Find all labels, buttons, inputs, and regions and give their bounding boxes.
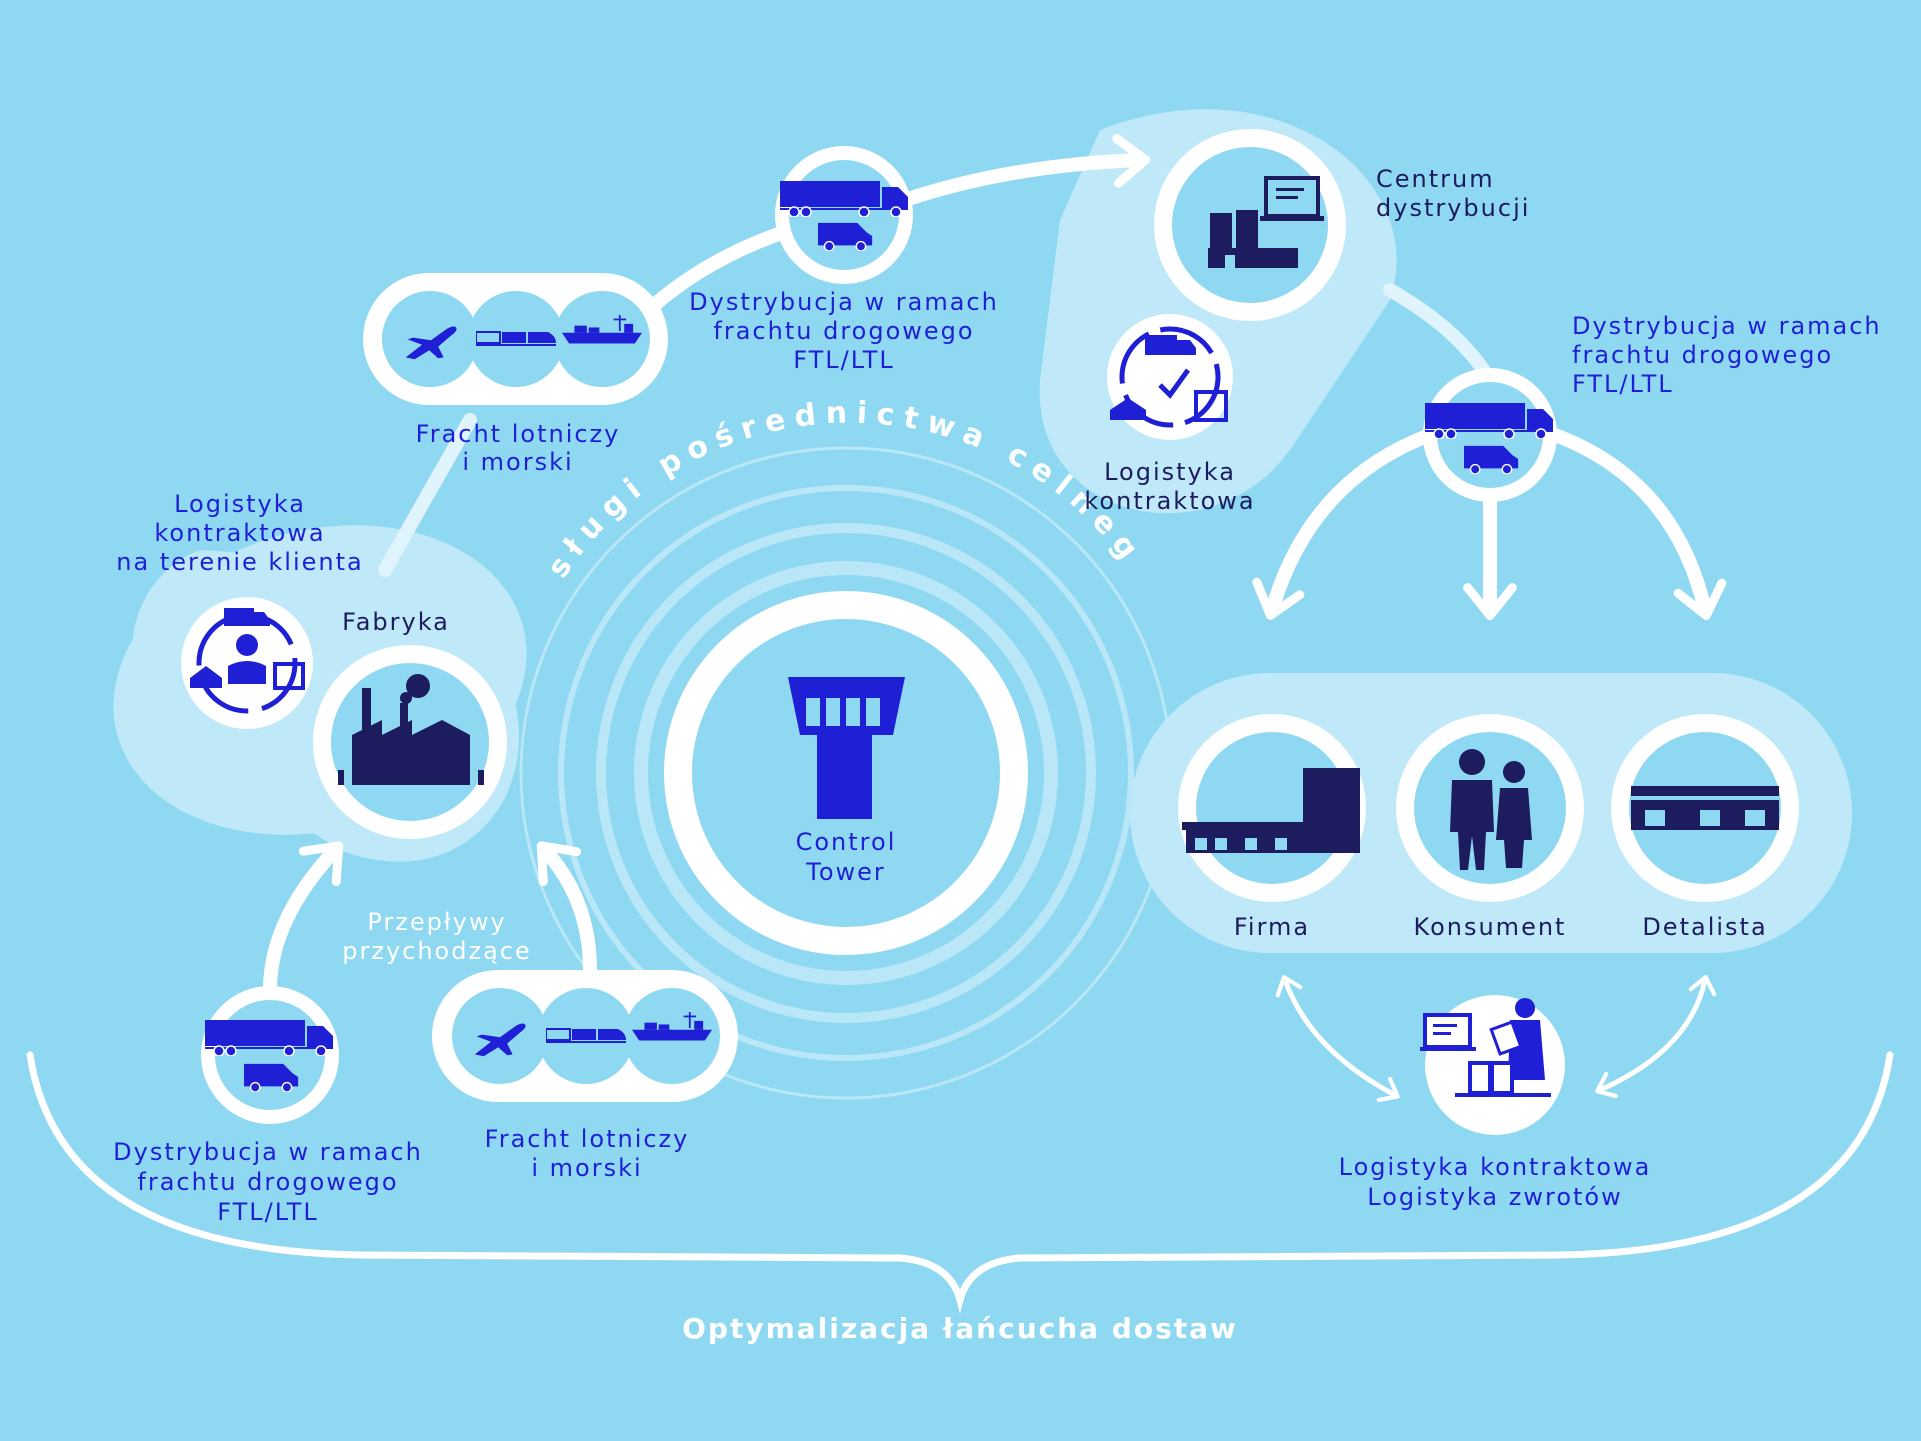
road-bottom-label-1: Dystrybucja w ramach (113, 1138, 423, 1166)
road-top-label-2: frachtu drogowego (713, 317, 974, 345)
control-tower-label-2: Tower (805, 858, 886, 886)
arrow-road-to-distribution (898, 134, 1151, 207)
arrow-returns-company (1275, 975, 1400, 1103)
retailer-node[interactable] (1611, 714, 1799, 902)
road-right-label-2: frachtu drogowego (1572, 341, 1833, 369)
truck-icon (224, 608, 254, 626)
control-tower-label-1: Control (796, 828, 897, 856)
checkmark-icon (1158, 368, 1191, 399)
onsite-contract-node[interactable] (181, 597, 313, 729)
inbound-flows-label-1: Przepływy (367, 908, 506, 936)
road-bottom-label-2: frachtu drogowego (137, 1168, 398, 1196)
truck-icon (1145, 335, 1177, 355)
freight-top-node[interactable] (363, 273, 668, 405)
bottom-brace (26, 1051, 1894, 1314)
warehouse-icon (1110, 398, 1146, 420)
business-people-icon (1450, 749, 1532, 870)
inbound-flows-label-2: przychodzące (342, 937, 532, 965)
consumer-label: Konsument (1414, 913, 1567, 941)
store-icon (1182, 768, 1360, 853)
contract-logistics-right-label-2: kontraktowa (1084, 487, 1255, 515)
returns-node[interactable] (1420, 995, 1565, 1135)
supply-chain-optimization-title: Optymalizacja łańcucha dostaw (682, 1312, 1238, 1345)
company-label: Firma (1234, 913, 1310, 941)
arrow-freight-to-factory (536, 841, 597, 977)
company-node[interactable] (1178, 714, 1366, 902)
road-right-node[interactable] (1423, 368, 1557, 502)
contract-logistics-right-node[interactable] (1107, 314, 1233, 440)
onsite-contract-label-2: kontraktowa (154, 519, 325, 547)
freight-bottom-node[interactable] (432, 970, 738, 1102)
freight-bottom-label-2: i morski (531, 1154, 642, 1182)
arrow-road-to-retailer (1548, 428, 1727, 620)
arrow-returns-retailer (1595, 974, 1717, 1099)
road-right-label-3: FTL/LTL (1572, 370, 1674, 398)
freight-top-label-2: i morski (462, 448, 573, 476)
computer-icon (1420, 1013, 1476, 1051)
freight-top-label-1: Fracht lotniczy (416, 420, 621, 448)
consumer-node[interactable] (1396, 714, 1584, 902)
returns-label-1: Logistyka kontraktowa (1339, 1153, 1652, 1181)
worker-icon (228, 634, 266, 684)
road-top-label-1: Dystrybucja w ramach (689, 288, 999, 316)
control-tower-rings (519, 446, 1173, 1100)
arrow-road-to-company (1252, 428, 1437, 620)
store-icon (1631, 786, 1779, 830)
returns-label-2: Logistyka zwrotów (1367, 1183, 1622, 1211)
road-right-label-1: Dystrybucja w ramach (1572, 312, 1882, 340)
arrow-factory-to-freight (378, 413, 477, 577)
distribution-center-label-2: dystrybucji (1376, 194, 1530, 222)
factory-label: Fabryka (342, 608, 450, 636)
control-tower-node[interactable]: Control Tower (664, 591, 1028, 955)
warehouse-icon (190, 666, 222, 688)
distribution-center-label-1: Centrum (1376, 165, 1495, 193)
onsite-contract-label-3: na terenie klienta (116, 548, 363, 576)
computer-icon (1260, 176, 1324, 221)
road-bottom-node[interactable] (201, 986, 339, 1124)
distribution-center-node[interactable] (1154, 129, 1346, 321)
road-bottom-label-3: FTL/LTL (217, 1198, 319, 1226)
freight-bottom-label-1: Fracht lotniczy (485, 1125, 690, 1153)
arrow-road-to-factory (263, 841, 344, 997)
clipboard-icon (1489, 998, 1545, 1080)
factory-node[interactable] (313, 645, 507, 839)
factory-icon (338, 674, 484, 785)
road-top-label-3: FTL/LTL (793, 346, 895, 374)
road-top-node[interactable] (775, 146, 913, 284)
onsite-contract-label-1: Logistyka (174, 490, 306, 518)
retailer-label: Detalista (1642, 913, 1767, 941)
warehouse-icon (1208, 210, 1298, 268)
arrow-distribution-to-road (1383, 283, 1497, 387)
control-tower-icon (788, 677, 905, 819)
contract-logistics-right-label-1: Logistyka (1104, 458, 1236, 486)
